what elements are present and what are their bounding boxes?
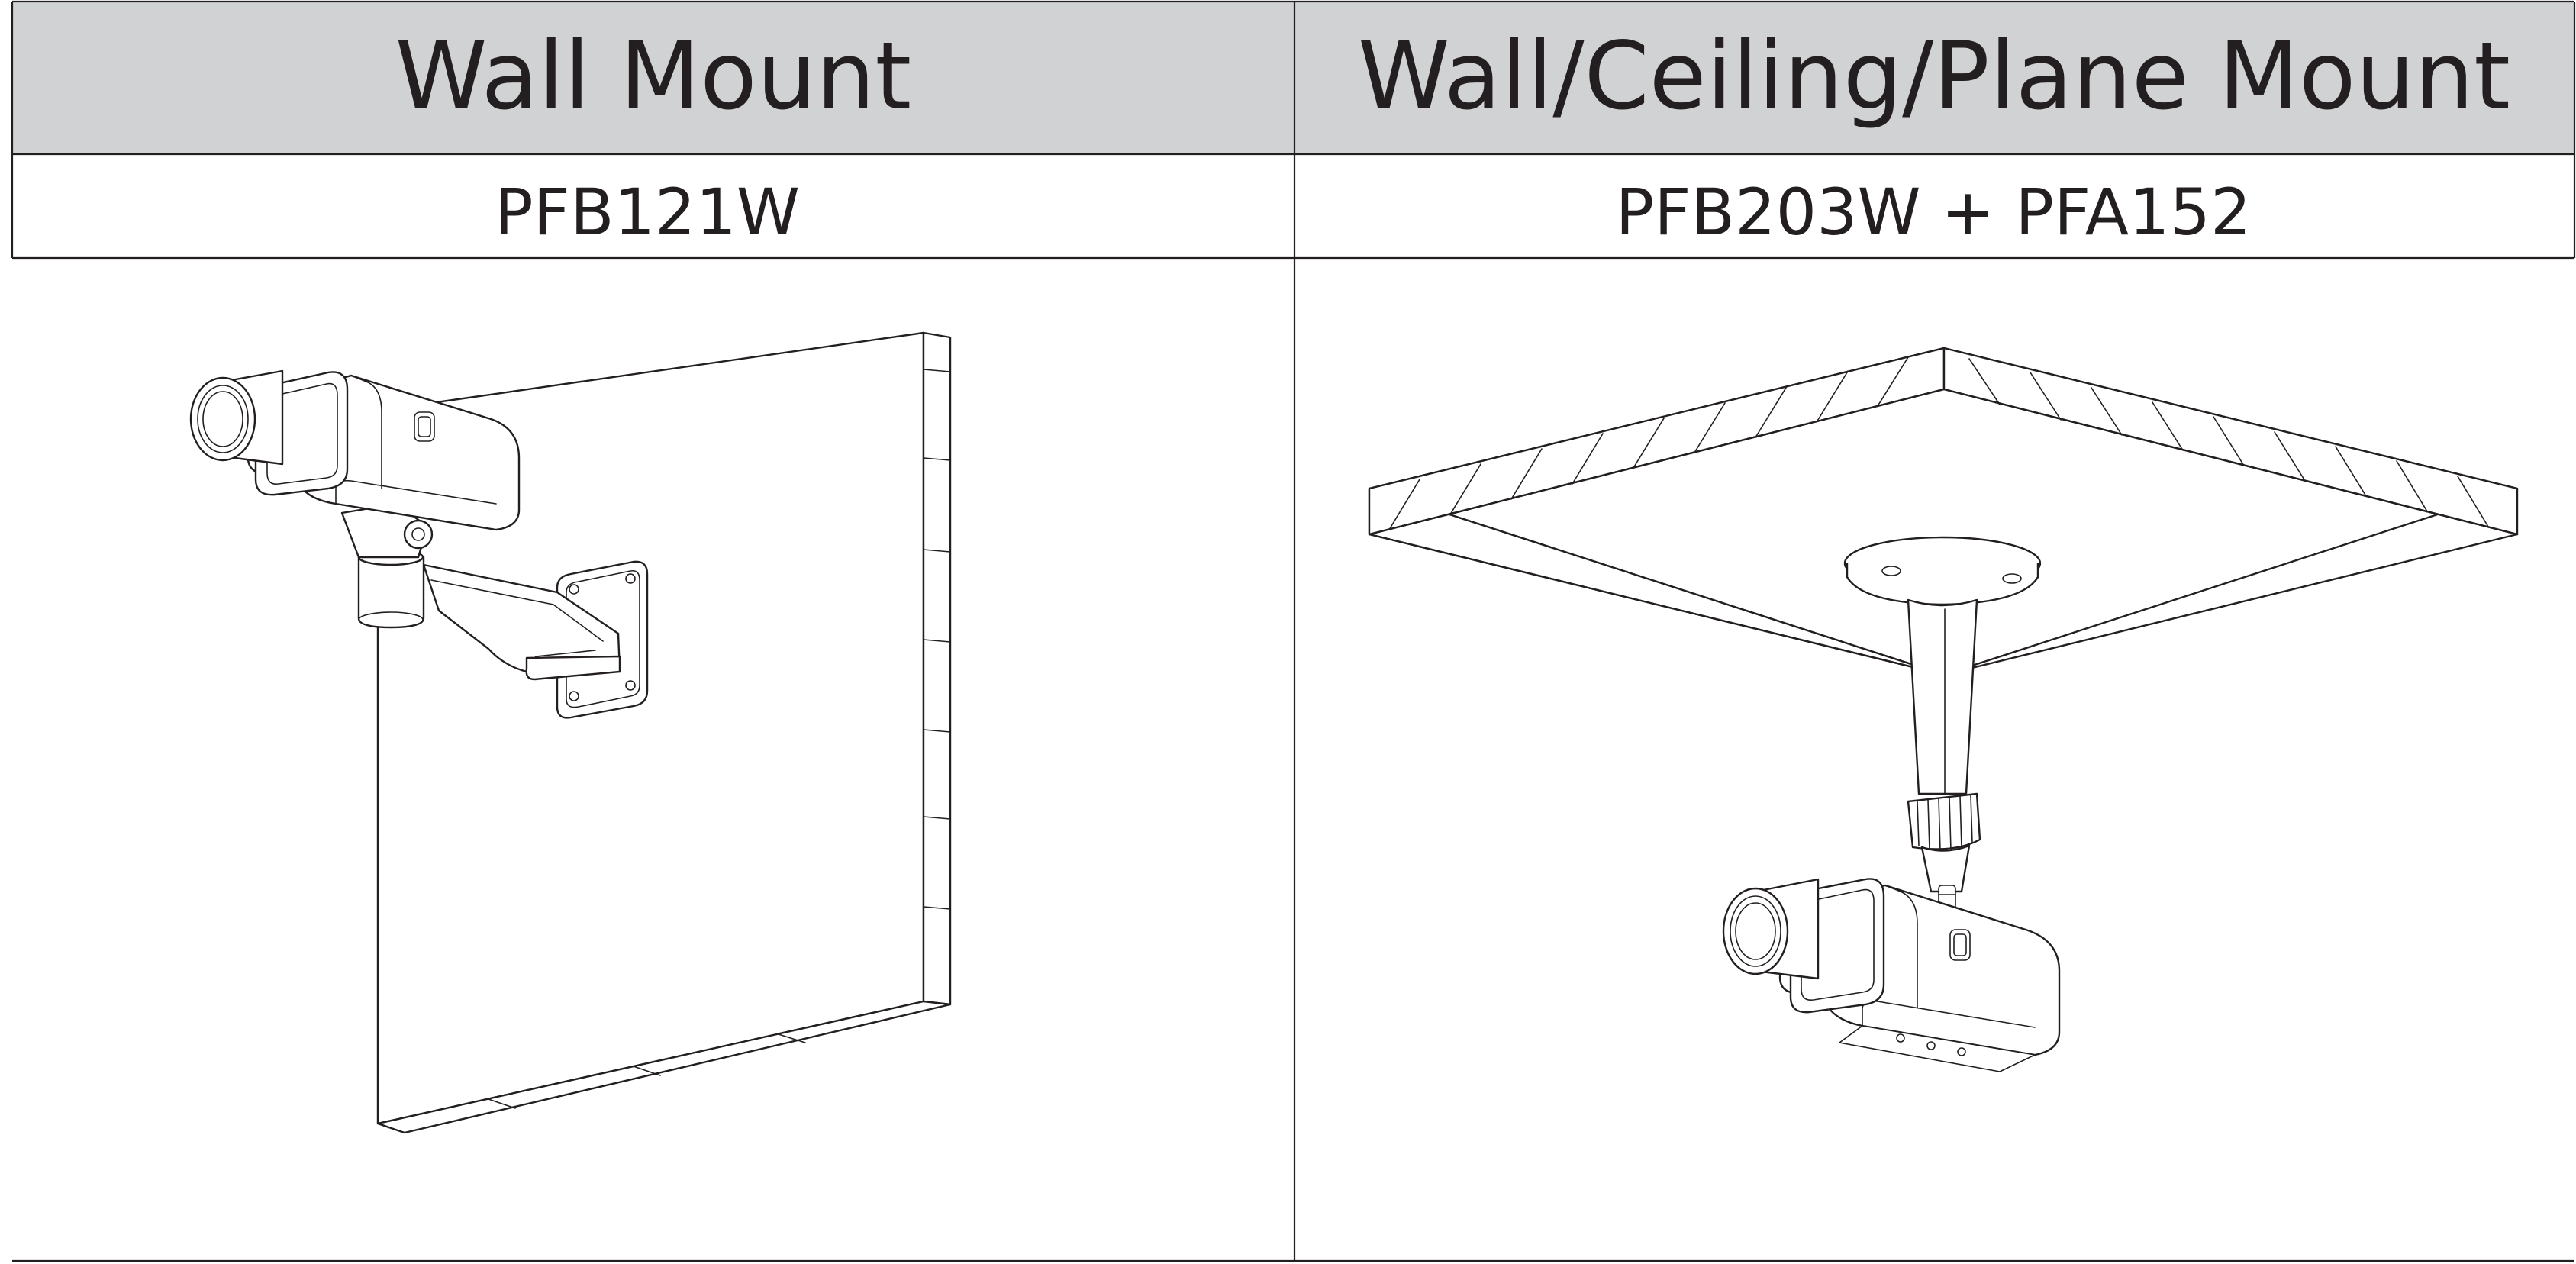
header-cell-plane-mount: [1294, 2, 2574, 154]
wall-mount-illustration: [189, 331, 952, 1134]
box-camera-icon-ceiling: [1722, 878, 2061, 1072]
column-heading-wall-mount: Wall Mount: [395, 22, 912, 131]
header-cell-wall-mount: [12, 2, 1294, 154]
ceiling-mount-pendant-icon: [1843, 536, 2042, 911]
ceiling-mount-illustration: [1368, 347, 2519, 1072]
box-camera-icon: [189, 369, 521, 531]
table-grid: [11, 0, 2576, 1262]
model-plane-mount: PFB203W + PFA152: [1616, 175, 2252, 250]
model-wall-mount: PFB121W: [495, 175, 800, 250]
wall-mount-bracket-icon: [422, 560, 649, 719]
column-heading-plane-mount: Wall/Ceiling/Plane Mount: [1358, 22, 2510, 131]
wall-panel: [376, 331, 952, 1134]
ceiling-slab: [1368, 347, 2519, 676]
bracket-joint: [340, 502, 434, 629]
